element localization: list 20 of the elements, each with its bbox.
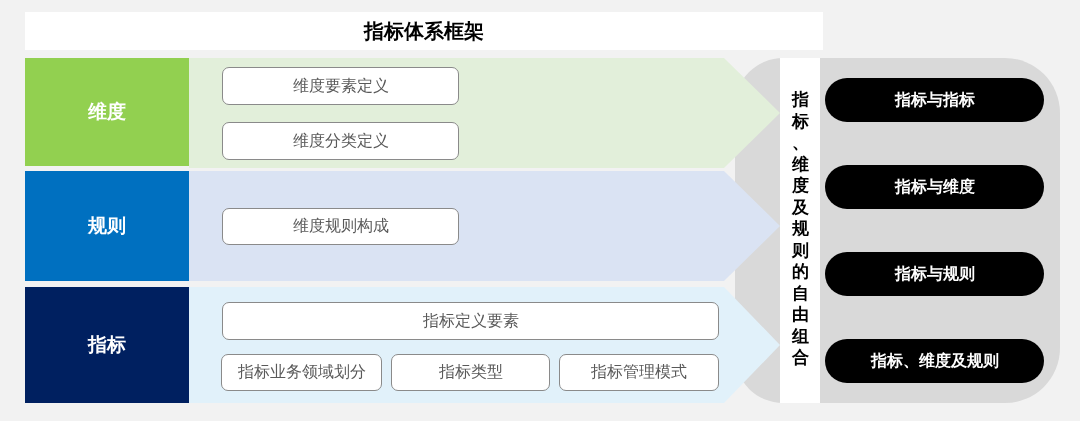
title-bar: 指标体系框架 <box>25 12 823 50</box>
vertical-text-bar: 指标、维度及规则的自由组合 <box>780 58 820 403</box>
chevron-band <box>189 171 780 281</box>
definition-box: 维度分类定义 <box>222 122 459 160</box>
definition-box: 指标定义要素 <box>222 302 719 340</box>
definition-box: 指标管理模式 <box>559 354 719 391</box>
definition-box: 维度要素定义 <box>222 67 459 105</box>
definition-box: 指标业务领域划分 <box>221 354 382 391</box>
combination-pill: 指标与指标 <box>825 78 1044 122</box>
definition-box: 指标类型 <box>391 354 550 391</box>
category-block: 规则 <box>25 171 189 281</box>
combination-pill: 指标与维度 <box>825 165 1044 209</box>
chevron-band <box>189 58 780 168</box>
category-block: 维度 <box>25 58 189 166</box>
category-block: 指标 <box>25 287 189 403</box>
chevron-band <box>189 287 780 403</box>
definition-box: 维度规则构成 <box>222 208 459 245</box>
rounded-panel <box>735 58 1060 403</box>
combination-pill: 指标、维度及规则 <box>825 339 1044 383</box>
combination-pill: 指标与规则 <box>825 252 1044 296</box>
